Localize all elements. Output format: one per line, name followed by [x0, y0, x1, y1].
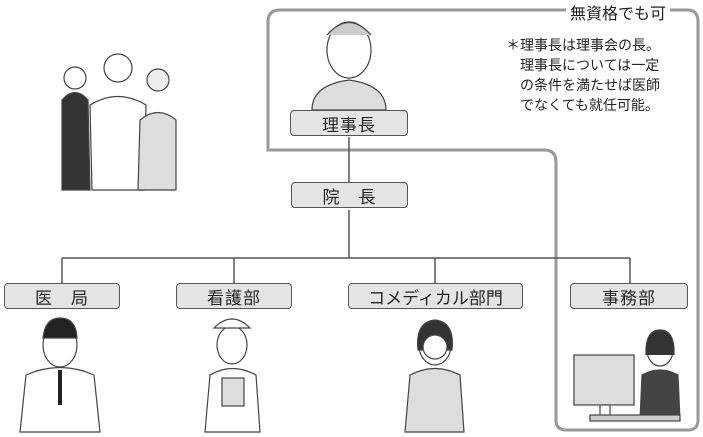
doctor-illustration — [19, 317, 101, 433]
note-line: 理事長は理事会の長。 — [520, 38, 660, 54]
non-qualified-frame — [266, 8, 700, 432]
note-line: 理事長については一定 — [520, 58, 660, 74]
node-comedical: コメディカル部門 — [348, 283, 523, 309]
node-administration: 事務部 — [570, 283, 688, 309]
note-asterisk: ＊ — [506, 38, 520, 54]
note-line: でなくても就任可能。 — [520, 98, 659, 114]
chairman-illustration — [311, 21, 387, 111]
office-worker-illustration — [573, 329, 681, 422]
node-director: 院 長 — [291, 182, 408, 208]
nurse-illustration — [204, 318, 261, 433]
comedical-illustration — [404, 319, 465, 433]
non-qualified-label: 無資格でも可 — [566, 0, 671, 24]
executives-illustration — [61, 53, 177, 191]
chairman-note: ＊理事長は理事会の長。 理事長については一定 の条件を満たせば医師 でなくても就… — [506, 36, 660, 116]
node-chairman: 理事長 — [290, 110, 408, 136]
node-nursing: 看護部 — [176, 283, 292, 309]
node-medical-office: 医 局 — [4, 283, 120, 309]
note-line: の条件を満たせば医師 — [520, 78, 660, 94]
